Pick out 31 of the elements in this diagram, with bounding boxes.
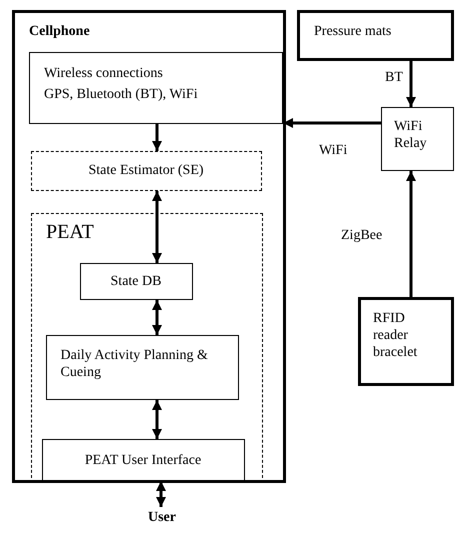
arrow	[156, 481, 166, 507]
wireless-connections-box	[29, 52, 283, 124]
state-db-box	[80, 262, 192, 300]
wifi-relay-box	[381, 107, 454, 171]
user-interface-box	[42, 438, 244, 480]
box-label: WiFi Relay	[394, 118, 428, 152]
pressure-mats-box	[297, 10, 454, 61]
text-label: User	[147, 509, 177, 526]
box-label: State DB	[110, 272, 162, 290]
arrow	[406, 171, 416, 297]
arrow	[152, 300, 162, 335]
rfid-bracelet-box	[358, 297, 454, 386]
cellphone-frame	[12, 10, 286, 483]
box-subtitle: GPS, Bluetooth (BT), WiFi	[44, 86, 198, 103]
box-label: Pressure mats	[314, 23, 392, 40]
peat-group	[31, 213, 263, 483]
box-label: State Estimator (SE)	[87, 162, 205, 179]
box-label: Wireless connections	[44, 65, 163, 82]
activity-planning-box	[46, 334, 238, 400]
heading: PEAT	[46, 224, 94, 241]
arrow	[406, 61, 416, 107]
heading: Cellphone	[29, 23, 90, 40]
arrow	[152, 400, 162, 439]
box-label: PEAT User Interface	[84, 452, 202, 468]
box-label: Daily Activity Planning & Cueing	[60, 346, 209, 380]
arrow	[152, 124, 162, 151]
edge-label: ZigBee	[340, 228, 384, 244]
arrow	[283, 118, 381, 128]
box-label: RFID reader bracelet	[373, 310, 418, 361]
arrow	[152, 191, 162, 263]
state-estimator-box	[31, 151, 262, 191]
